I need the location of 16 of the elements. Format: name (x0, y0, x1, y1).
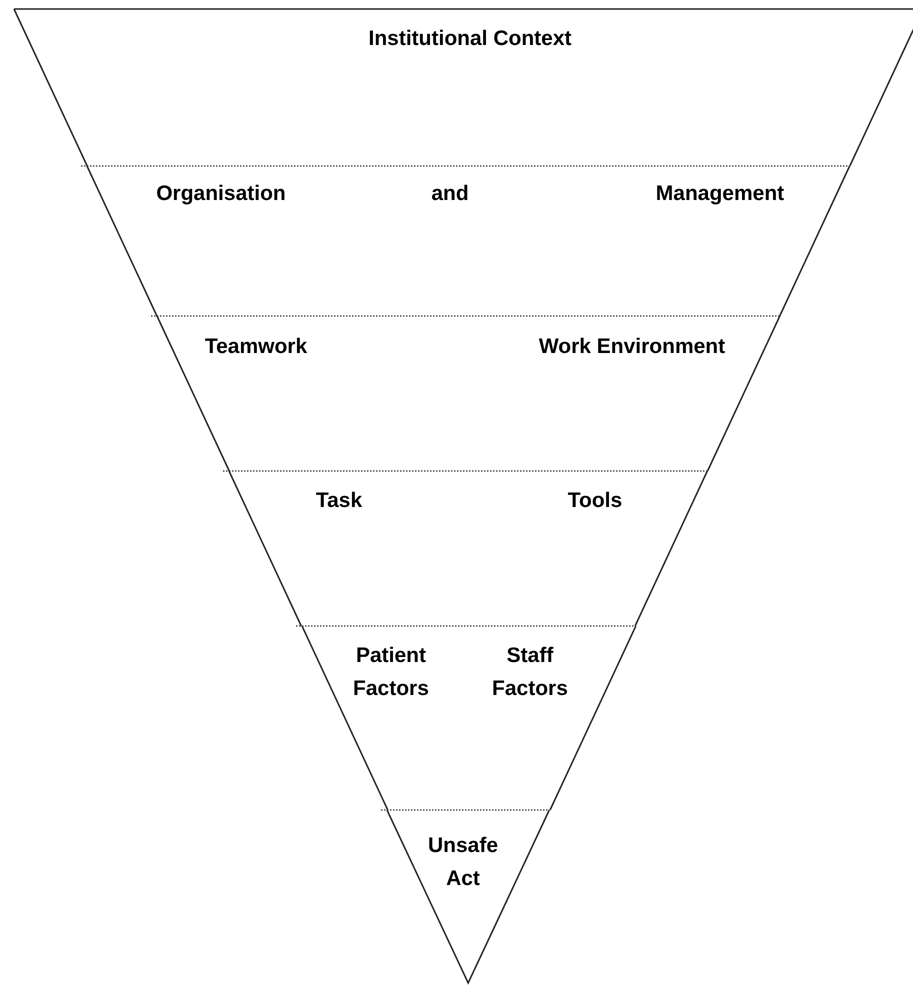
pyramid-band (223, 471, 710, 626)
band-label: Staff Factors (492, 643, 568, 702)
band-label: Teamwork (204, 334, 308, 360)
band-label: Management (656, 181, 784, 207)
pyramid-band (81, 166, 852, 316)
band-label: and (431, 181, 469, 207)
band-label: Task (316, 488, 362, 514)
band-label: Organisation (156, 181, 286, 207)
pyramid-band (151, 316, 782, 471)
pyramid-band (381, 810, 552, 983)
band-label: Tools (568, 488, 622, 514)
band-label: Unsafe Act (428, 833, 498, 892)
band-label: Institutional Context (368, 26, 572, 52)
pyramid-band (296, 626, 638, 810)
band-label: Patient Factors (353, 643, 429, 702)
band-label: Work Environment (538, 334, 726, 360)
